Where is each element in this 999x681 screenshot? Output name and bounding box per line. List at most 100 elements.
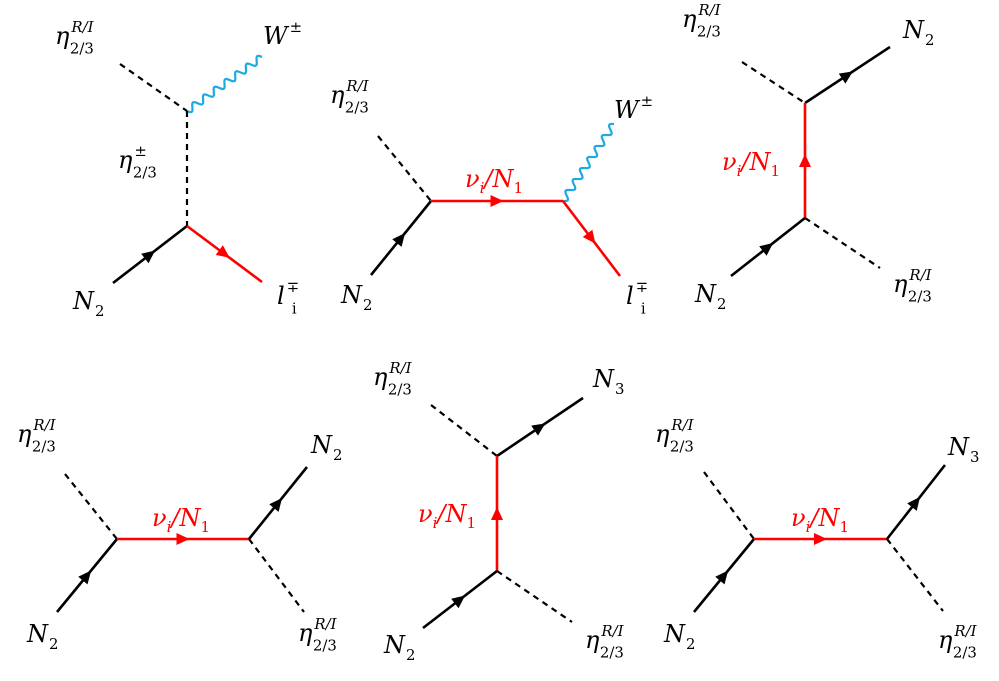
d6-eta-ri-left-label-sub: 2/3 [670,438,694,456]
d6-n2-line-arrow [715,570,729,585]
d3-nu-label-part-2: / [739,148,752,176]
d5-nu-propagator-arrow [491,507,503,520]
d6-eta-ri-right-label-sup: R/I [953,622,977,640]
d2-nu-label-part-0: ν [465,165,480,193]
d3-n2-bottom-label-base: N [694,280,717,308]
d1-w-label-sup: ± [290,18,302,36]
d3-n2-top-label-sub: 2 [925,31,934,49]
d2-lepton-label-sub: i [641,300,646,318]
d2-lepton-line-arrow [582,229,596,244]
d3-n2-bottom-label-sub: 2 [717,295,726,313]
d5-n2-label: N2 [383,631,415,664]
d5-nu-label-text: νi/N1 [418,500,476,532]
d6-eta-ri-right-label-base: η [938,626,953,654]
d1-w-label-base: W [263,22,290,50]
d6-eta-external-line [703,471,755,540]
d4-n2-left-label-base: N [26,620,49,648]
d6-n3-line-arrow [907,496,921,511]
d5-n2-label-text: N2 [383,631,415,664]
d2-w-label-sup: ± [641,92,653,110]
d2-n2-line-arrow [392,232,406,247]
d4-eta-ri-left-label-base: η [17,420,32,448]
d2-w-label-base: W [614,96,641,124]
d1-n2-label: N2 [72,287,104,320]
d1-w-boson-line [186,54,263,114]
d6-eta-ri-right-label-sub: 2/3 [953,644,977,662]
d6-eta-ri-left-label-sup: R/I [670,416,694,434]
d4-n2-right-label-base: N [310,431,333,459]
d6-n3-label-sub: 3 [970,448,979,466]
d4-nu-label-part-4: 1 [201,518,211,536]
d6-nu-label-part-3: N [818,504,841,532]
d1-lepton-label-text: l∓i [277,278,299,318]
d3-eta-ri-bottom-label-base: η [893,270,908,298]
d3-nu-label-part-1: i [737,162,742,180]
d5-eta-top-line [430,404,498,457]
d2-nu-label-part-2: / [482,165,495,193]
d2-w-label: W± [614,92,653,124]
d2-nu-label-part-1: i [480,179,485,197]
d4-eta-external-line [64,473,118,540]
d6-nu-label-text: νi/N1 [791,504,849,536]
d5-n3-label: N3 [592,365,624,398]
d3-n2-top-label: N2 [902,16,934,49]
d4-eta-ri-right-label-base: η [298,619,313,647]
d3-nu-label-part-0: ν [722,148,737,176]
d4-eta-ri-right-label-sub: 2/3 [313,637,337,655]
d3-eta-ri-top-label-sup: R/I [697,1,721,19]
d2-n2-label-base: N [340,281,363,309]
d1-lepton-label: l∓i [277,278,299,318]
d1-n2-line-arrow [141,250,156,264]
d5-eta-ri-top-label-sup: R/I [388,359,412,377]
d6-n2-label: N2 [663,620,695,653]
d6-n3-label-text: N3 [947,433,979,466]
d1-n2-label-base: N [72,287,95,315]
d3-nu-propagator-arrow [799,154,811,167]
d3-nu-label-text: νi/N1 [722,148,780,180]
d2-eta-ri-label-sup: R/I [345,77,369,95]
d1-n2-label-sub: 2 [95,302,104,320]
d6-nu-label-part-1: i [806,518,811,536]
d2-nu-label-text: νi/N1 [465,165,523,197]
d4-n2-line-out-arrow [269,497,283,512]
d4-nu-label-part-2: / [169,504,182,532]
d1-eta-ri-label-sub: 2/3 [70,40,94,58]
d2-lepton-label: l∓i [626,278,648,318]
d4-n2-left-label: N2 [26,620,58,653]
d6-n2-label-text: N2 [663,620,695,653]
d4-n2-left-label-sub: 2 [49,635,58,653]
d4-n2-right-label: N2 [310,431,342,464]
d3-n2-top-line-arrow [838,71,853,84]
d4-n2-right-label-sub: 2 [333,446,342,464]
d6-nu-label: νi/N1 [791,504,849,536]
d1-eta-pm-label-sup: ± [134,142,146,160]
d2-n2-label-sub: 2 [363,296,372,314]
d4-nu-propagator-arrow [176,533,190,545]
d1-eta-ri-label-base: η [55,22,70,50]
d2-n2-label: N2 [340,281,372,314]
d5-n3-label-base: N [592,365,615,393]
d6-eta-external-line-out [886,538,944,612]
d2-w-boson-line [562,122,615,203]
d3-n2-top-label-text: N2 [902,16,934,49]
d5-nu-label-part-0: ν [418,500,433,528]
d3-eta-bottom-line [804,217,881,269]
d3-eta-ri-top-label-sub: 2/3 [697,23,721,41]
d1-n2-label-text: N2 [72,287,104,320]
d2-nu-label-part-3: N [492,165,515,193]
d4-eta-ri-right-label-sup: R/I [313,615,337,633]
d2-lepton-label-text: l∓i [626,278,648,318]
